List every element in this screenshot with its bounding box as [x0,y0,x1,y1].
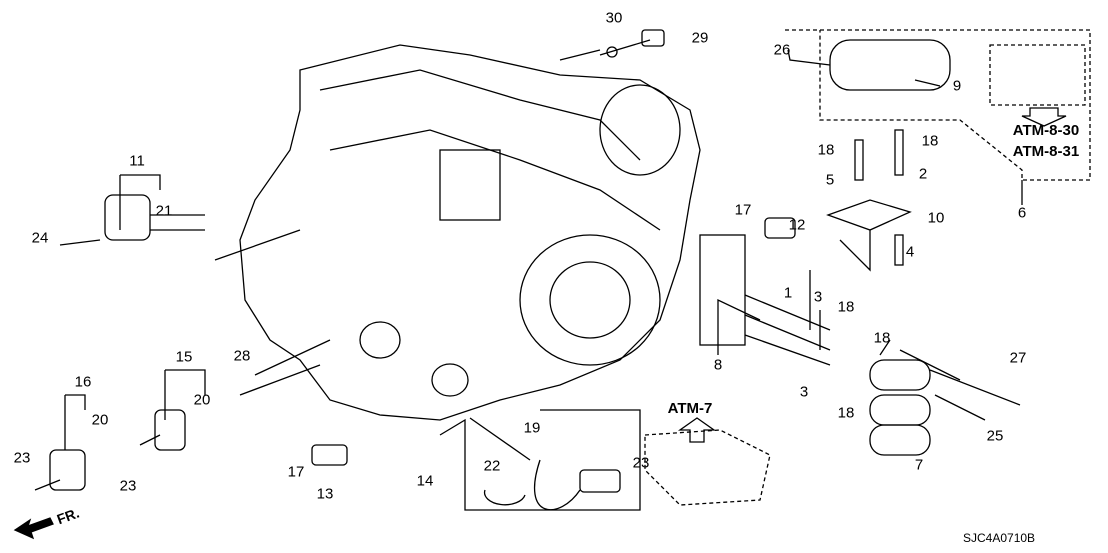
callout-22: 22 [483,457,501,475]
callout-8: 8 [713,356,723,374]
callout-23: 23 [119,477,137,495]
callout-30: 30 [605,9,623,27]
callout-18: 18 [817,141,835,159]
reference-atm-7[interactable]: ATM-7 [667,400,713,417]
callout-26: 26 [773,41,791,59]
transmission-case [239,44,701,421]
callout-10: 10 [927,209,945,227]
callout-29: 29 [691,29,709,47]
callout-23: 23 [632,454,650,472]
callout-18: 18 [921,132,939,150]
reference-atm-8-31[interactable]: ATM-8-31 [1012,143,1080,160]
callout-27: 27 [1009,349,1027,367]
callout-18: 18 [837,404,855,422]
callout-2: 2 [918,165,928,183]
callout-7: 7 [914,456,924,474]
callout-6: 6 [1017,204,1027,222]
callout-17: 17 [287,463,305,481]
callout-28: 28 [233,347,251,365]
callout-17: 17 [734,201,752,219]
callout-23: 23 [13,449,31,467]
callout-12: 12 [788,216,806,234]
callout-13: 13 [316,485,334,503]
callout-25: 25 [986,427,1004,445]
callout-20: 20 [193,391,211,409]
callout-5: 5 [825,171,835,189]
reference-atm-8-30[interactable]: ATM-8-30 [1012,122,1080,139]
callout-14: 14 [416,472,434,490]
callout-1: 1 [783,284,793,302]
callout-15: 15 [175,348,193,366]
callout-24: 24 [31,229,49,247]
callout-11: 11 [129,152,145,170]
callout-3: 3 [813,288,823,306]
callout-21: 21 [155,202,173,220]
callout-16: 16 [74,373,92,391]
callout-19: 19 [523,419,541,437]
callout-18: 18 [837,298,855,316]
diagram-code: SJC4A0710B [963,531,1036,545]
callout-3: 3 [799,383,809,401]
callout-18: 18 [873,329,891,347]
callout-20: 20 [91,411,109,429]
callout-9: 9 [952,77,962,95]
callout-4: 4 [905,243,915,261]
